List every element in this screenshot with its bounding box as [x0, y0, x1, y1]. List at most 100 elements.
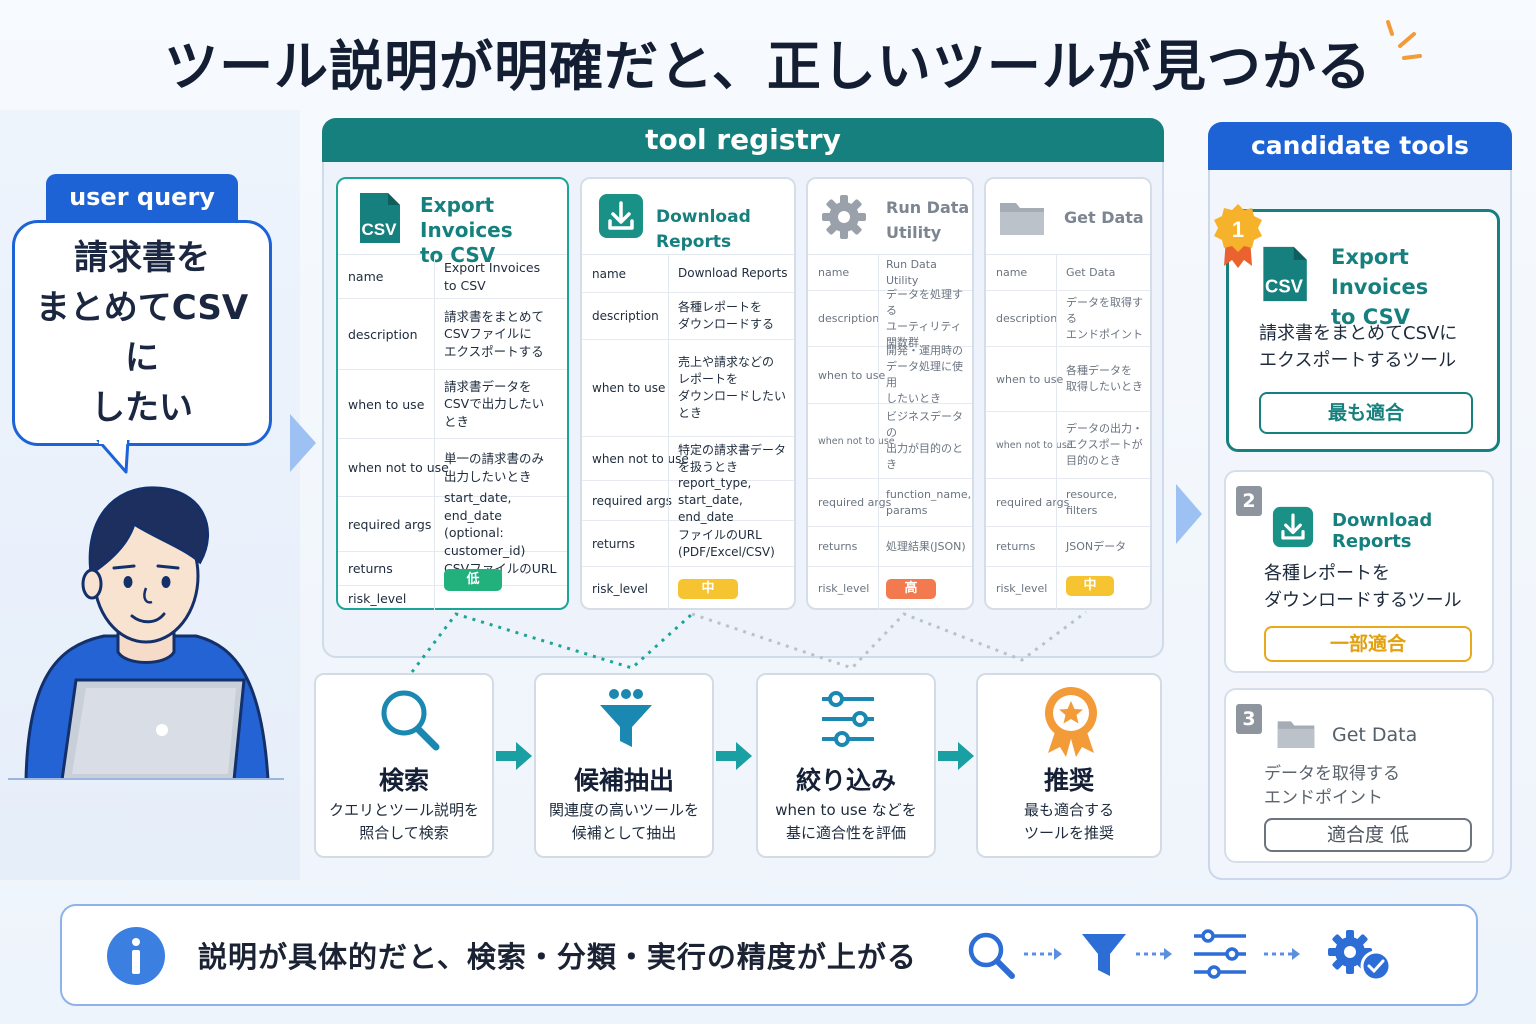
column-divider — [434, 439, 435, 496]
fit-partial-button[interactable]: 一部適合 — [1264, 626, 1472, 662]
column-divider — [434, 552, 435, 585]
column-divider — [434, 370, 435, 438]
row-label: required args — [818, 496, 892, 509]
arrow-right-icon — [496, 742, 532, 770]
column-divider — [668, 255, 669, 292]
row-label: description — [348, 326, 418, 342]
registry-row: name Get Data — [986, 255, 1150, 291]
candidate-desc-line: エクスポートするツール — [1259, 350, 1457, 371]
candidate-desc-line: 各種レポートを — [1264, 563, 1390, 584]
registry-row: risk_level — [986, 567, 1150, 610]
column-divider — [668, 340, 669, 436]
sliders-icon — [822, 691, 874, 747]
value-line: ビジネスデータの — [886, 410, 963, 439]
info-icon — [107, 927, 165, 985]
row-label: description — [592, 309, 659, 323]
column-divider — [1056, 291, 1057, 346]
candidate-card-3[interactable]: 3 Get Data データを取得する エンドポイント 適合度 低 — [1224, 688, 1494, 863]
row-value: 単一の請求書のみ出力したいとき — [444, 439, 544, 496]
row-label: risk_level — [996, 582, 1048, 595]
arrow-right-icon — [716, 742, 752, 770]
risk-level-badge: 高 — [886, 579, 936, 599]
row-value: データを処理するユーティリティ関数群 — [886, 288, 972, 349]
card-title-line: Utility — [886, 223, 942, 242]
rank-number: 1 — [1232, 217, 1244, 242]
user-illustration — [8, 486, 284, 780]
row-value: 開発・運用時のデータ処理に使用したいとき — [886, 344, 972, 405]
row-label: when to use — [996, 372, 1064, 386]
card-title-line: Download Reports — [656, 207, 751, 252]
row-label: when to use — [592, 381, 666, 395]
candidate-card-2[interactable]: 2 Download Reports 各種レポートを ダウンロードするツール 一… — [1224, 470, 1494, 673]
risk-level-badge: 中 — [678, 579, 738, 599]
value-line: 目的のとき — [1066, 454, 1121, 467]
user-query-bubble: 請求書を まとめてCSVに したい — [12, 220, 272, 446]
card-header: Run Data Utility — [808, 179, 972, 255]
fit-best-button[interactable]: 最も適合 — [1259, 392, 1473, 434]
connector-lines — [410, 610, 1087, 673]
registry-row: risk_level — [808, 567, 972, 610]
step-title: 絞り込み — [795, 766, 896, 795]
step-desc: クエリとツール説明を 照合して検索 — [328, 801, 479, 842]
value-line: report_type, start_date, — [678, 476, 752, 507]
arrow-right-icon — [938, 742, 974, 770]
speech-tail — [96, 440, 130, 474]
row-label: required args — [592, 493, 673, 508]
row-label: description — [818, 312, 880, 325]
row-label: returns — [818, 540, 858, 553]
query-line: まとめてCSVに — [35, 288, 249, 378]
column-divider — [1056, 412, 1057, 478]
card-title-line: to CSV — [420, 243, 496, 267]
step-title: 推奨 — [1043, 766, 1094, 795]
fit-low-button[interactable]: 適合度 低 — [1264, 818, 1472, 852]
value-line: 特定の請求書データ — [678, 442, 787, 457]
row-label: name — [592, 266, 627, 281]
card-header: Get Data — [986, 179, 1150, 255]
value-line: エンドポイント — [1066, 327, 1143, 341]
row-value: ファイルのURL(PDF/Excel/CSV) — [678, 521, 775, 566]
column-divider — [668, 521, 669, 566]
award-icon — [1045, 687, 1097, 757]
candidate-title-line: Get Data — [1332, 724, 1418, 746]
arrow-right-icon — [1176, 484, 1202, 544]
rank-badge: 2 — [1236, 486, 1262, 516]
spark-icon — [1386, 20, 1422, 60]
pipeline-step-search: 検索 クエリとツール説明を 照合して検索 — [314, 673, 494, 858]
sliders-icon — [1194, 929, 1246, 979]
funnel-icon — [600, 689, 652, 747]
tool-registry-header: tool registry — [322, 118, 1164, 162]
card-header: CSV Export Invoices to CSV — [338, 179, 567, 267]
registry-row: description データを処理するユーティリティ関数群 — [808, 288, 972, 349]
candidate-card-1[interactable]: CSV Export Invoices to CSV 請求書をまとめてCSVに … — [1226, 209, 1500, 452]
column-divider — [668, 481, 669, 520]
value-line: ユーティリティ — [886, 319, 962, 333]
row-label: required args — [348, 516, 432, 532]
svg-text:CSV: CSV — [1265, 275, 1304, 296]
card-title-line: Get Data — [1064, 208, 1144, 227]
candidate-desc-line: データを取得する — [1264, 764, 1400, 784]
row-value: Get Data — [1066, 255, 1115, 290]
column-divider — [668, 293, 669, 339]
column-divider — [1056, 347, 1057, 411]
row-label: name — [348, 269, 384, 284]
row-label: name — [996, 266, 1028, 279]
value-line: とき — [678, 406, 703, 420]
row-label: when not to use — [348, 460, 449, 475]
row-label: name — [818, 266, 850, 279]
column-divider — [668, 437, 669, 480]
column-divider — [1056, 527, 1057, 566]
